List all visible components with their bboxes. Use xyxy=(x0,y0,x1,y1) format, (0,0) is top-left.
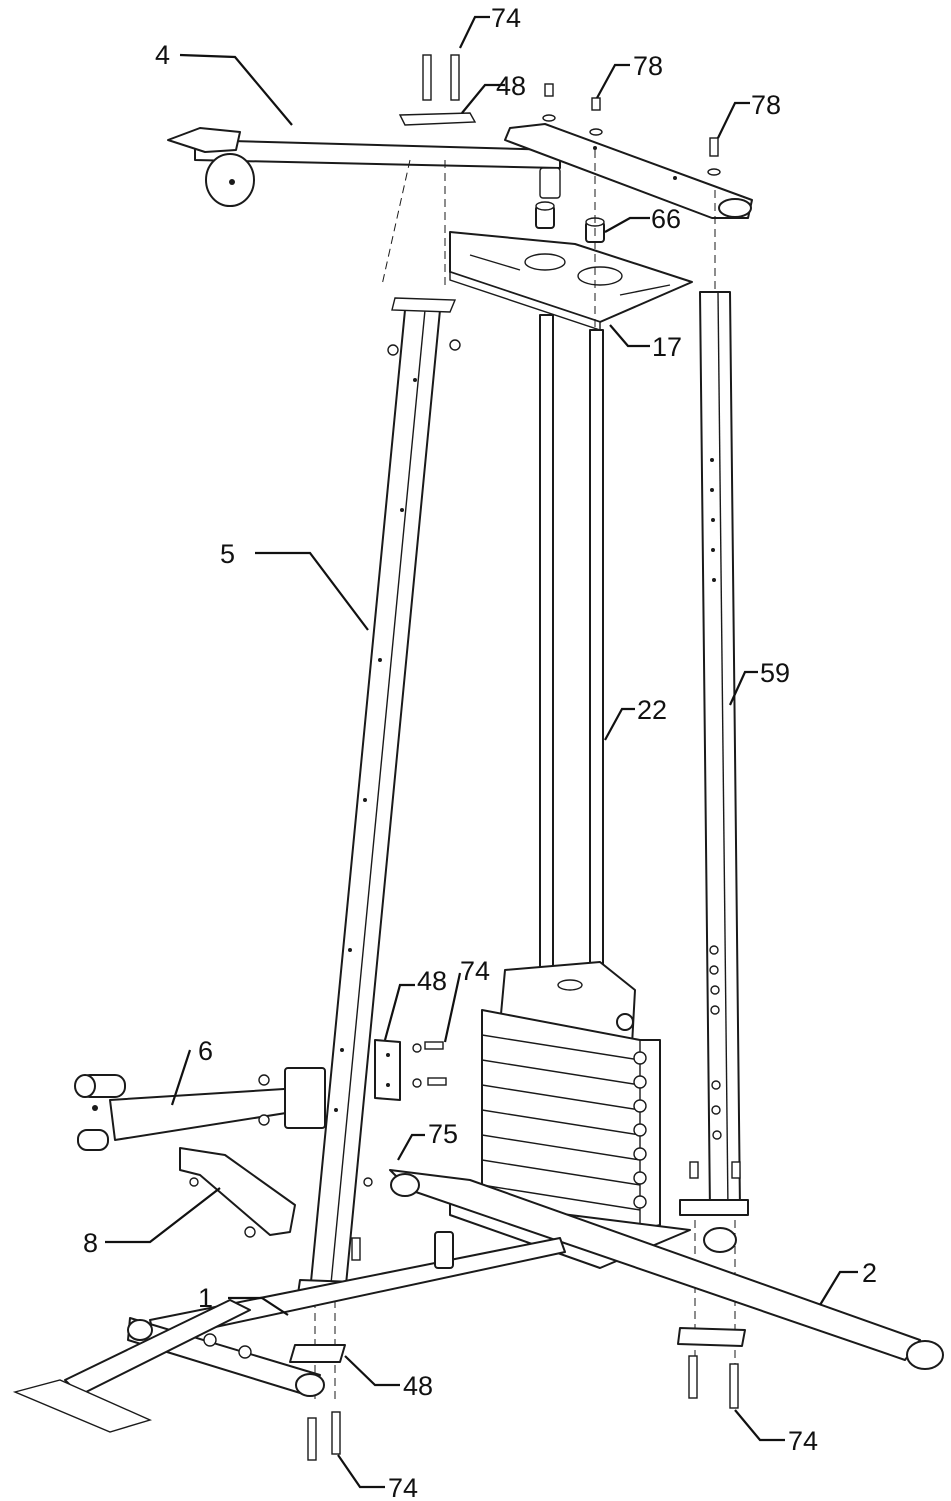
callout-74-bottom-right: 74 xyxy=(788,1426,818,1456)
callout-6: 6 xyxy=(198,1036,213,1066)
callout-74-bottom-left: 74 xyxy=(388,1473,418,1501)
callout-74-top: 74 xyxy=(491,3,521,33)
arm-part-6 xyxy=(74,1067,326,1151)
callout-labels: 4 74 48 78 78 66 17 5 59 22 48 74 6 75 8… xyxy=(83,3,877,1501)
callout-59: 59 xyxy=(760,658,790,688)
base-frame-parts-1-2 xyxy=(12,1169,944,1433)
callout-1: 1 xyxy=(198,1283,213,1313)
callout-66: 66 xyxy=(651,204,681,234)
callout-75: 75 xyxy=(428,1119,458,1149)
callout-2: 2 xyxy=(862,1258,877,1288)
callout-48-bottom: 48 xyxy=(403,1371,433,1401)
callout-22: 22 xyxy=(637,695,667,725)
plate-part-48-top xyxy=(398,112,477,126)
callout-4: 4 xyxy=(155,40,170,70)
guide-rods-part-22 xyxy=(539,314,604,991)
bracket-part-48-mid xyxy=(374,1039,401,1101)
fasteners xyxy=(189,54,741,1461)
callout-48-top: 48 xyxy=(496,71,526,101)
top-beam-part-4 xyxy=(167,123,753,219)
callout-48-mid: 48 xyxy=(417,966,447,996)
brace-part-8 xyxy=(179,1147,296,1236)
spacers-part-66 xyxy=(535,201,605,243)
leader-lines xyxy=(105,15,858,1489)
rear-upright-part-59 xyxy=(679,291,749,1216)
top-plate-part-17 xyxy=(449,231,693,331)
callout-78-left: 78 xyxy=(633,51,663,81)
callout-8: 8 xyxy=(83,1228,98,1258)
callout-5: 5 xyxy=(220,539,235,569)
callout-78-right: 78 xyxy=(751,90,781,120)
callout-74-mid: 74 xyxy=(460,956,490,986)
callout-17: 17 xyxy=(652,332,682,362)
